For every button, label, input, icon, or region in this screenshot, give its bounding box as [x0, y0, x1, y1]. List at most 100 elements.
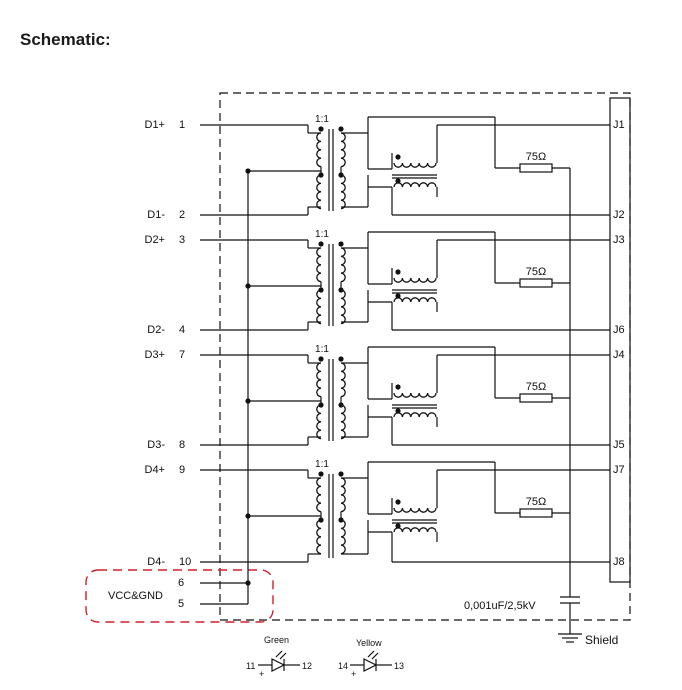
polarity-dot	[338, 241, 344, 247]
choke-winding-top	[393, 392, 437, 398]
choke-dot	[395, 154, 401, 160]
resistor	[519, 393, 553, 403]
secondary-coil	[340, 289, 346, 325]
primary-coil	[316, 404, 322, 440]
polarity-dot	[318, 517, 324, 523]
ratio-label: 1:1	[315, 114, 329, 125]
led-emission-arrow	[279, 652, 287, 660]
led-yellow-anode-pin: 14	[338, 661, 348, 671]
vcc-pin-6: 6	[178, 577, 184, 589]
led-symbol	[271, 658, 286, 672]
schematic-title: Schematic:	[20, 30, 111, 49]
jack-label: J4	[613, 349, 625, 361]
junction-dot	[245, 283, 251, 289]
capacitor-label: 0,001uF/2,5kV	[464, 600, 536, 612]
module-outline	[219, 92, 631, 621]
led-emission-arrow	[371, 652, 379, 660]
led-yellow-label: Yellow	[356, 638, 382, 648]
pin-name: D2+	[145, 234, 166, 246]
choke-dot	[395, 408, 401, 414]
resistor-label: 75Ω	[526, 151, 546, 163]
secondary-coil	[340, 519, 346, 555]
led-yellow-plus: +	[351, 669, 356, 679]
pin-number: 10	[179, 556, 191, 568]
polarity-dot	[338, 356, 344, 362]
polarity-dot	[318, 402, 324, 408]
choke-winding-top	[393, 507, 437, 513]
pin-number: 7	[179, 349, 185, 361]
choke-dot	[395, 384, 401, 390]
primary-coil	[316, 132, 322, 168]
choke-winding-bottom	[393, 297, 437, 303]
pin-number: 9	[179, 464, 185, 476]
vcc-pin-5: 5	[178, 598, 184, 610]
led-symbol	[363, 658, 378, 672]
secondary-coil	[340, 132, 346, 168]
pin-number: 8	[179, 439, 185, 451]
pin-name: D3-	[147, 439, 165, 451]
polarity-dot	[338, 172, 344, 178]
choke-winding-bottom	[393, 182, 437, 188]
secondary-coil	[340, 477, 346, 513]
choke-dot	[395, 523, 401, 529]
polarity-dot	[338, 517, 344, 523]
pin-name: D3+	[145, 349, 166, 361]
vcc-gnd-box	[85, 569, 274, 623]
choke-winding-bottom	[393, 412, 437, 418]
primary-coil	[316, 174, 322, 210]
led-emission-arrow	[275, 650, 283, 658]
pin-name: D2-	[147, 324, 165, 336]
choke-dot	[395, 178, 401, 184]
pin-number: 2	[179, 209, 185, 221]
ratio-label: 1:1	[315, 344, 329, 355]
polarity-dot	[338, 402, 344, 408]
jack-label: J5	[613, 439, 625, 451]
secondary-coil	[340, 404, 346, 440]
pin-name: D1+	[145, 119, 166, 131]
led-green-cathode-pin: 12	[302, 661, 312, 671]
pin-name: D1-	[147, 209, 165, 221]
choke-dot	[395, 499, 401, 505]
secondary-coil	[340, 362, 346, 398]
pin-name: D4+	[145, 464, 166, 476]
led-emission-arrow	[367, 650, 375, 658]
resistor-label: 75Ω	[526, 381, 546, 393]
connector-bar	[609, 97, 631, 583]
jack-label: J8	[613, 556, 625, 568]
junction-dot	[245, 398, 251, 404]
led-green-label: Green	[264, 635, 289, 645]
jack-label: J3	[613, 234, 625, 246]
primary-coil	[316, 362, 322, 398]
resistor-label: 75Ω	[526, 496, 546, 508]
junction-dot	[245, 168, 251, 174]
polarity-dot	[318, 241, 324, 247]
polarity-dot	[318, 172, 324, 178]
polarity-dot	[318, 126, 324, 132]
polarity-dot	[338, 126, 344, 132]
primary-coil	[316, 289, 322, 325]
jack-label: J6	[613, 324, 625, 336]
pin-name: D4-	[147, 556, 165, 568]
polarity-dot	[338, 471, 344, 477]
polarity-dot	[318, 471, 324, 477]
resistor	[519, 278, 553, 288]
primary-coil	[316, 519, 322, 555]
jack-label: J7	[613, 464, 625, 476]
polarity-dot	[318, 356, 324, 362]
led-green-anode-pin: 11	[246, 661, 255, 671]
resistor	[519, 163, 553, 173]
primary-coil	[316, 247, 322, 283]
pin-number: 4	[179, 324, 185, 336]
junction-dot	[245, 580, 251, 586]
choke-winding-top	[393, 162, 437, 168]
jack-label: J1	[613, 119, 625, 131]
secondary-coil	[340, 174, 346, 210]
ratio-label: 1:1	[315, 229, 329, 240]
vcc-gnd-label: VCC&GND	[108, 590, 163, 602]
ratio-label: 1:1	[315, 459, 329, 470]
resistor-label: 75Ω	[526, 266, 546, 278]
jack-label: J2	[613, 209, 625, 221]
junction-dot	[245, 513, 251, 519]
choke-winding-bottom	[393, 527, 437, 533]
primary-coil	[316, 477, 322, 513]
